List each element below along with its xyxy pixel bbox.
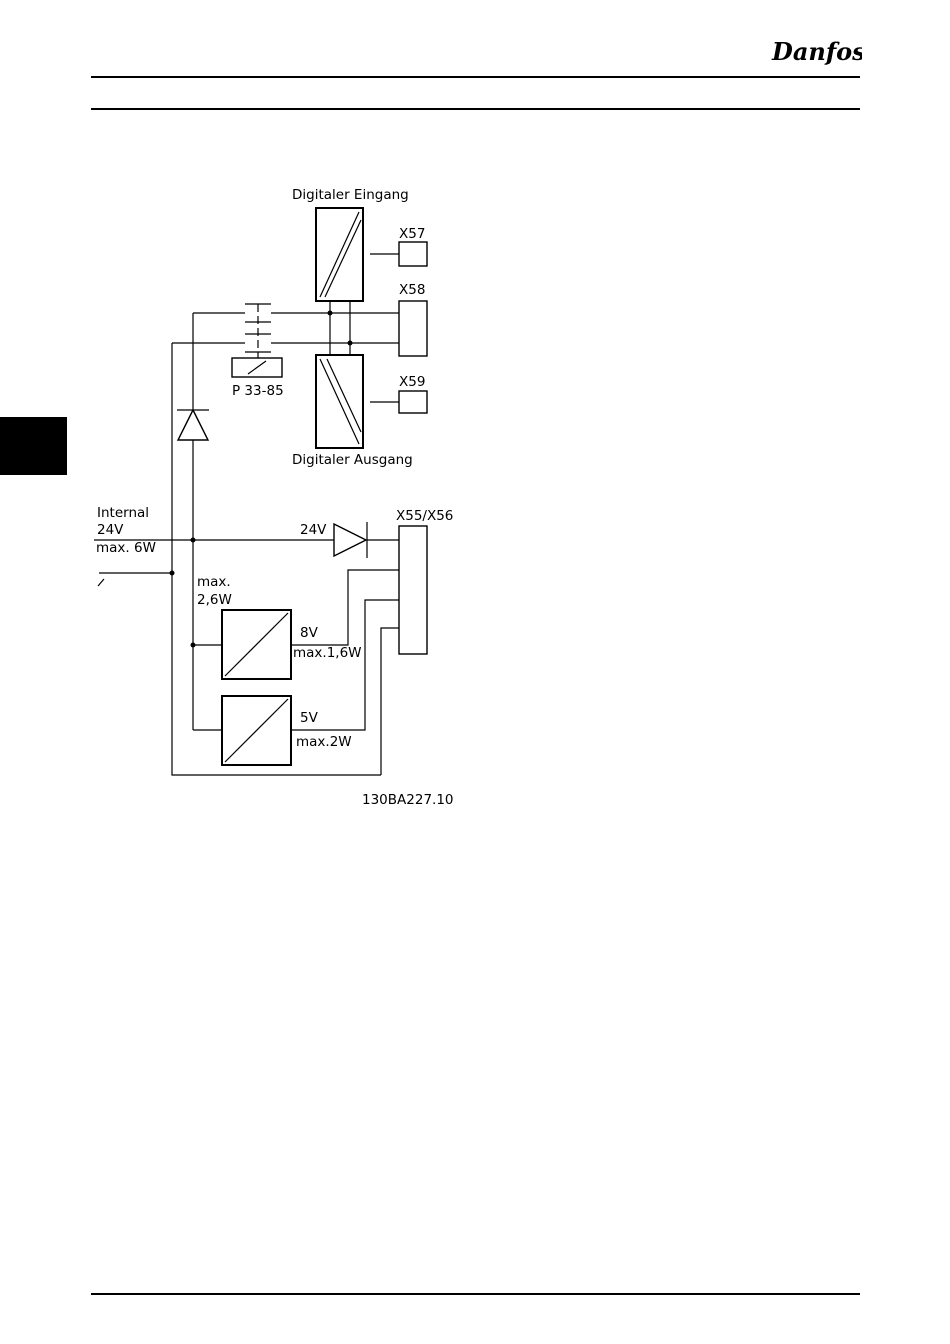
x59-label: X59 — [399, 374, 425, 390]
x55-x56-label: X55/X56 — [396, 508, 453, 524]
terminal-x55-x56 — [399, 526, 427, 654]
diode-voltage-label: 24V — [300, 522, 327, 538]
conv5-voltage-label: 5V — [300, 710, 319, 726]
conv8-power-label: max.1,6W — [293, 645, 362, 661]
internal-power-label: max. 6W — [96, 540, 156, 556]
conv5-power-label: max.2W — [296, 734, 352, 750]
converter-5v — [222, 696, 291, 765]
vertical-diode — [177, 410, 209, 440]
terminal-x57 — [399, 242, 427, 266]
conv8-voltage-label: 8V — [300, 625, 319, 641]
figure-id-label: 130BA227.10 — [362, 792, 454, 808]
internal-label: Internal — [97, 505, 149, 521]
digital-output-block — [316, 355, 363, 448]
digital-output-label: Digitaler Ausgang — [292, 452, 413, 468]
relay-contact — [245, 304, 271, 358]
branch-power-label-1: max. — [197, 574, 231, 590]
terminal-x59 — [399, 391, 427, 413]
relay-param-label: P 33-85 — [232, 383, 284, 399]
branch-power-label-2: 2,6W — [197, 592, 232, 608]
converter-8v — [222, 610, 291, 679]
x58-label: X58 — [399, 282, 425, 298]
digital-input-label: Digitaler Eingang — [292, 187, 409, 203]
internal-voltage-label: 24V — [97, 522, 124, 538]
terminal-x58 — [399, 301, 427, 356]
digital-input-block — [316, 208, 363, 301]
series-diode — [334, 522, 367, 558]
relay-coil — [232, 358, 282, 377]
x57-label: X57 — [399, 226, 425, 242]
